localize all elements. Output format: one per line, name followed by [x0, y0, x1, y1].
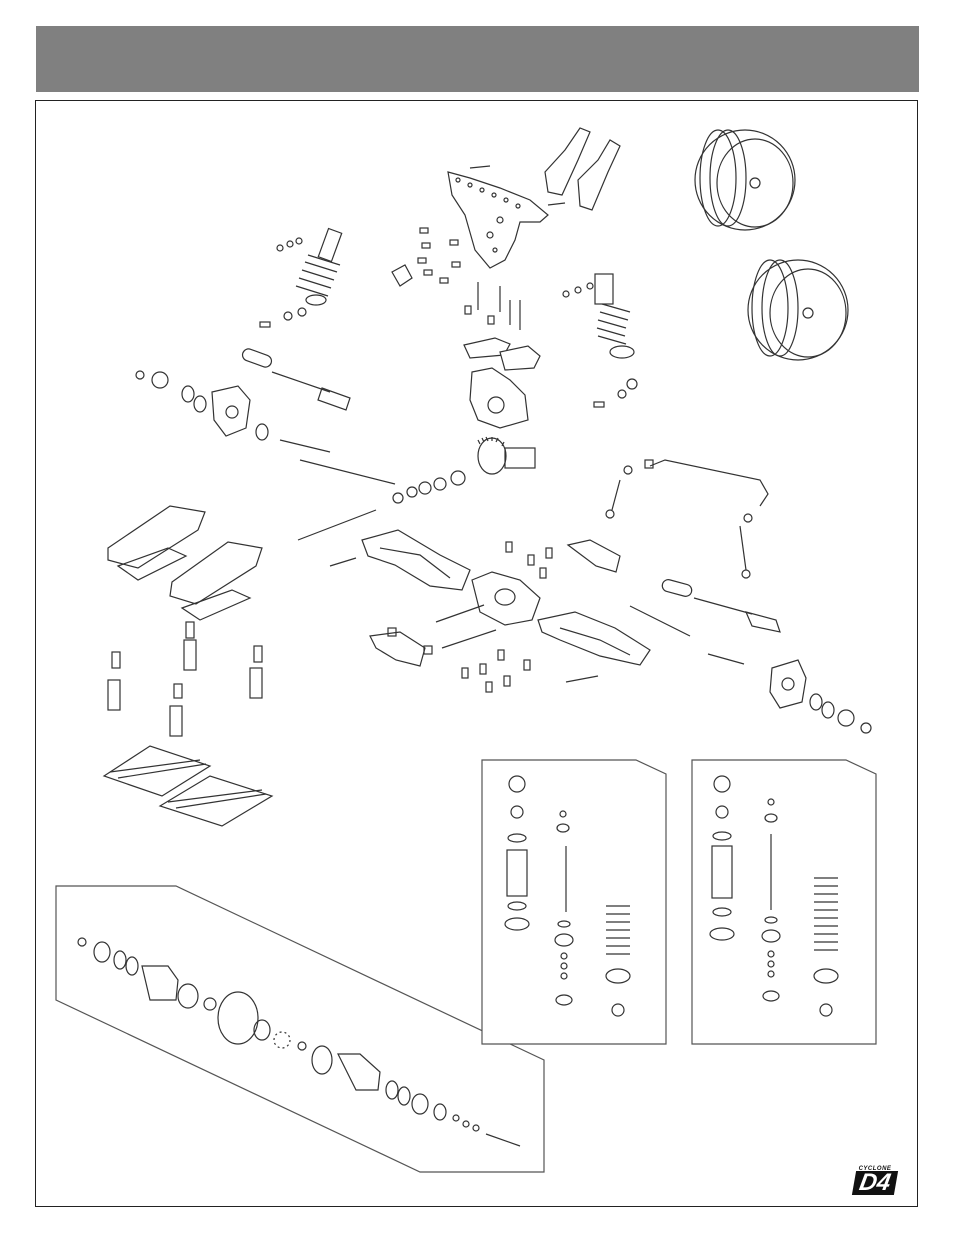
brand-logo: CYCLONE D4 — [851, 1166, 899, 1200]
gearbox-screws — [505, 541, 553, 579]
logo-model-text: D4 — [851, 1169, 899, 1196]
wheel-lower — [747, 259, 849, 361]
arm-mount-front — [369, 627, 433, 667]
pin-set — [464, 282, 521, 330]
anti-roll-bar — [605, 459, 769, 579]
dogbone-left — [279, 439, 396, 485]
page-header-bar — [36, 26, 919, 92]
wheel-upper — [694, 129, 796, 231]
shock-absorber-left — [295, 227, 343, 317]
dogbone-right — [629, 605, 745, 665]
body-posts — [107, 621, 263, 737]
shock-absorber-right — [594, 273, 638, 390]
screw-set-upper — [391, 227, 461, 287]
shock-hardware-right — [562, 282, 627, 408]
logo-small-text: CYCLONE — [858, 1166, 892, 1172]
suspension-arm-rear-right — [537, 611, 651, 666]
hub-carrier-right — [769, 659, 872, 734]
battery-strap-1 — [107, 505, 206, 581]
shock-hardware-left — [259, 237, 303, 328]
gearbox-upper — [469, 367, 529, 429]
camber-link-left — [241, 348, 351, 411]
toe-link-right — [566, 539, 621, 573]
upper-bulkhead — [463, 337, 541, 371]
arm-screws-lower — [461, 649, 531, 693]
wing-stay-left — [544, 127, 591, 196]
shock-detail-inset-right — [691, 759, 877, 1045]
suspension-arm-rear-left — [361, 529, 471, 591]
battery-strap-2 — [169, 541, 263, 621]
shock-detail-inset-left — [481, 759, 667, 1045]
diff-detail-inset — [55, 885, 545, 1173]
camber-link-right — [661, 579, 781, 633]
weight-blocks — [102, 745, 274, 827]
diff-gear — [477, 436, 536, 475]
outdrive-left-assembly — [392, 470, 466, 504]
hub-carrier-left — [135, 370, 269, 441]
hinge-pins — [297, 509, 599, 683]
mount-screw — [469, 165, 491, 169]
wing-stay-right — [577, 139, 621, 211]
gearbox-lower — [471, 571, 541, 626]
diagram-frame — [35, 100, 918, 1207]
mount-screw — [547, 202, 566, 206]
body-mount-plate — [447, 171, 549, 269]
